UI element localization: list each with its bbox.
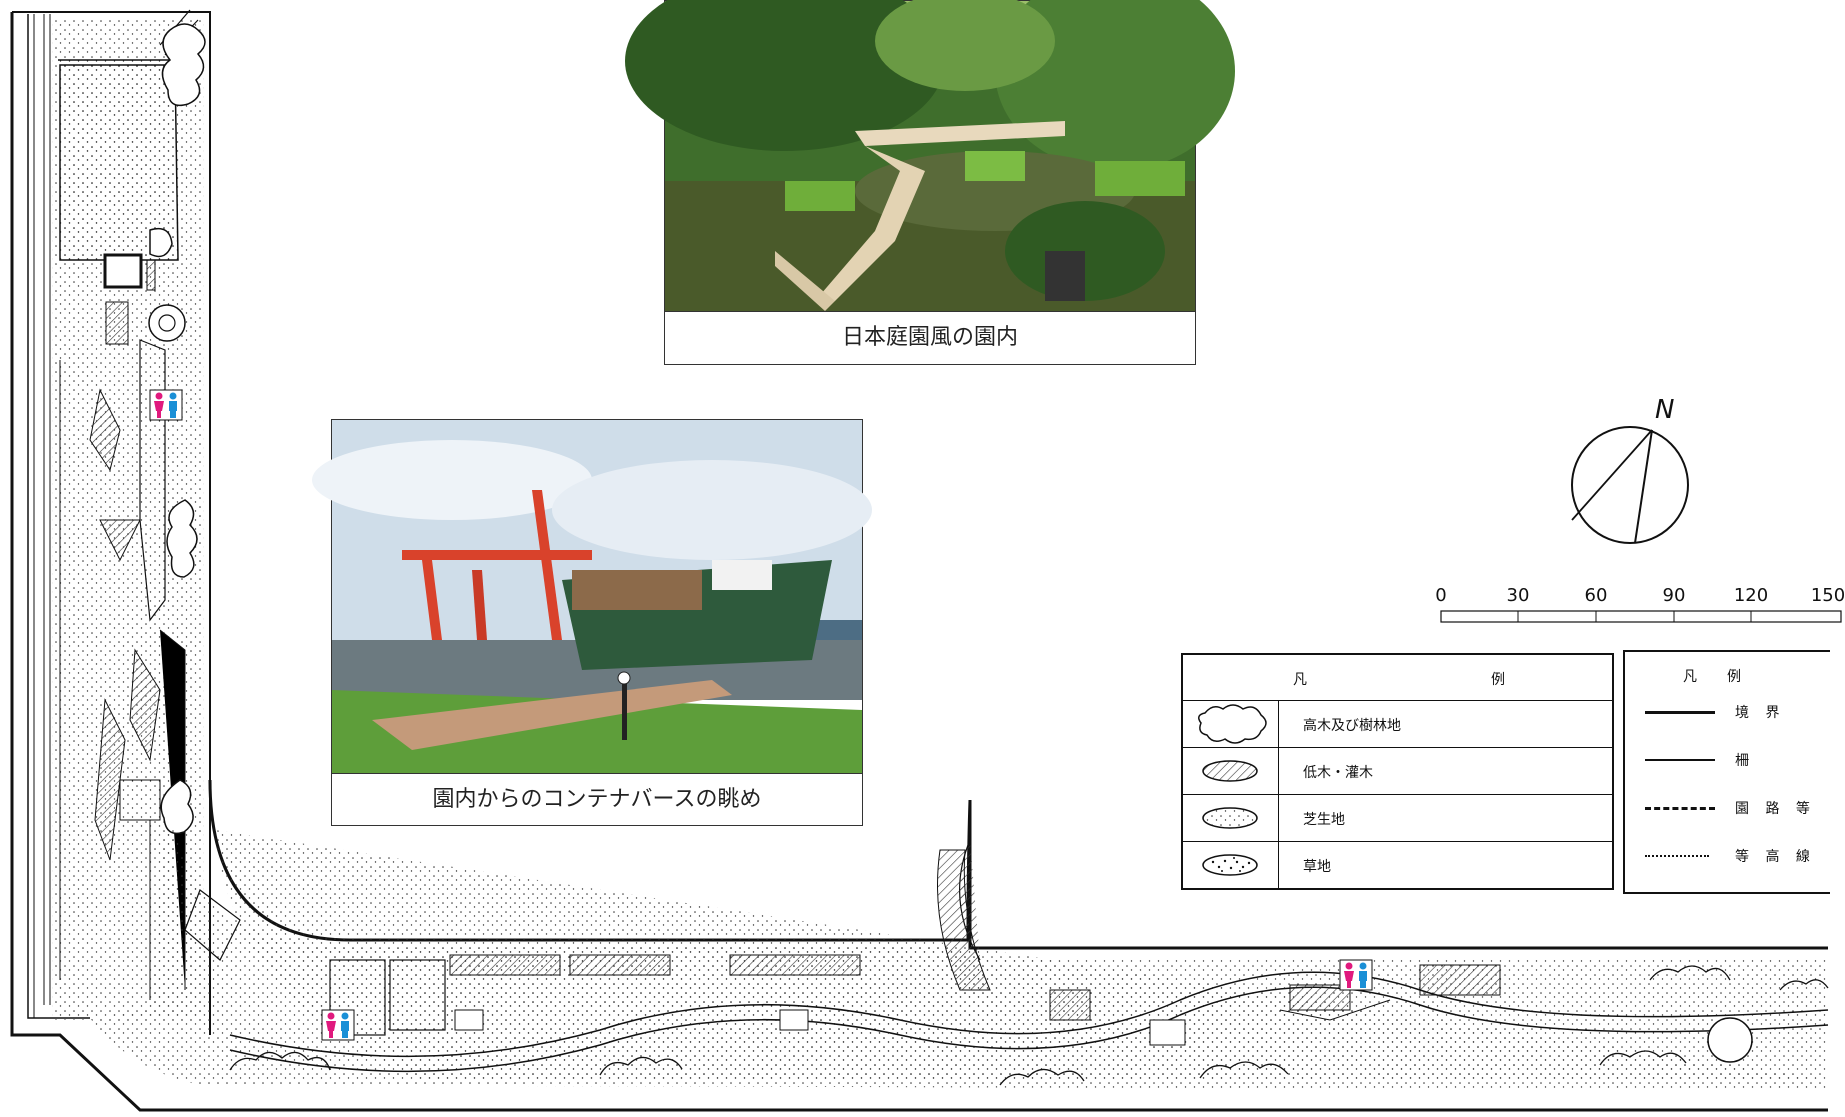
scale-tick-label: 90 [1662,585,1686,606]
container-berth-photo [312,420,872,773]
path-line-symbol [1645,807,1715,810]
park-boundary [10,11,1828,1112]
shrub-symbol [1183,748,1279,794]
toilet-icon [149,389,183,421]
legend-label: 草地 [1303,859,1331,875]
line-legend: 凡例 境 界 柵 園 路 等 等 高 線 [1623,650,1830,894]
contour-line-symbol [1645,855,1709,857]
scale-tick-label: 30 [1506,585,1530,606]
legend-title-right: 例 [1491,672,1505,688]
fence-line-symbol [1645,759,1715,761]
tree-canopy-west [149,23,206,835]
legend-title-left: 凡 [1683,669,1699,685]
legend-row-contour: 等 高 線 [1645,844,1825,868]
boundary-line-symbol [1645,711,1715,714]
legend-label: 柵 [1735,753,1755,769]
line-legend-header: 凡例 [1683,666,1743,686]
container-berth-photo-caption: 園内からのコンテナバースの眺め [332,773,862,825]
legend-title-left: 凡 [1293,672,1307,688]
container-berth-photo-card: 園内からのコンテナバースの眺め [312,419,872,826]
legend-row-trees: 高木及び樹林地 [1183,701,1612,748]
legend-label: 芝生地 [1303,812,1345,828]
legend-row-lawn: 芝生地 [1183,795,1612,842]
grass-symbol [1183,842,1279,888]
tree-canopy-south [229,965,1829,1086]
area-legend-header: 凡 例 [1183,655,1612,701]
garden-photo [625,0,1235,311]
legend-label: 等 高 線 [1735,849,1816,865]
toilet-icon [1339,959,1373,991]
lawn-symbol [1183,795,1279,841]
legend-row-grass: 草地 [1183,842,1612,888]
tree-canopy-symbol [1183,701,1279,747]
garden-photo-caption: 日本庭園風の園内 [665,311,1195,364]
south-strip [90,779,1829,1090]
area-legend: 凡 例 高木及び樹林地 低木・灌木 芝生地 草地 [1181,653,1614,890]
legend-label: 高木及び樹林地 [1303,718,1401,734]
legend-row-boundary: 境 界 [1645,700,1825,724]
north-label: N [1655,395,1674,425]
legend-label: 境 界 [1735,705,1786,721]
scale-bar-ruler [1440,610,1842,623]
legend-row-shrubs: 低木・灌木 [1183,748,1612,795]
north-arrow: N [1560,390,1700,554]
legend-label: 園 路 等 [1735,801,1816,817]
legend-row-fence: 柵 [1645,748,1825,772]
toilet-icon [321,1009,355,1041]
legend-row-path: 園 路 等 [1645,796,1825,820]
garden-photo-card: 日本庭園風の園内 [625,0,1235,365]
scale-tick-label: 0 [1435,585,1447,606]
legend-title-right: 例 [1727,669,1743,685]
scale-bar: 0 30 60 90 120 150 [1430,585,1845,625]
scale-tick-label: 60 [1584,585,1608,606]
legend-label: 低木・灌木 [1303,765,1373,781]
scale-tick-label: 150 [1810,585,1845,606]
scale-tick-label: 120 [1733,585,1769,606]
